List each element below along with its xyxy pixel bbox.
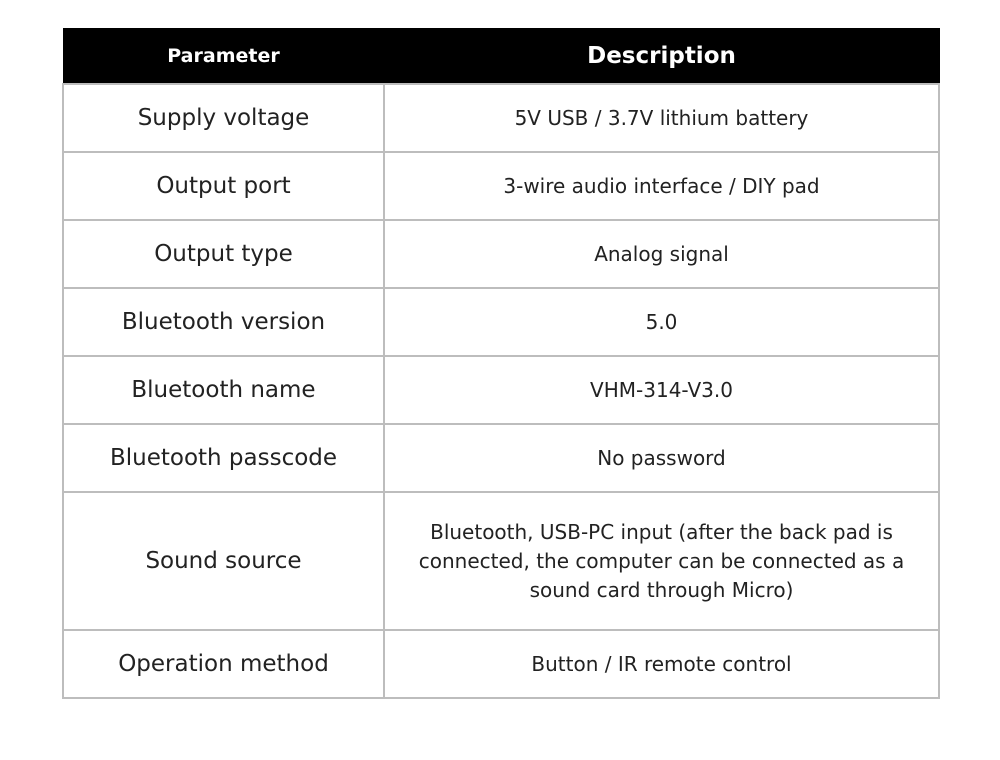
table-row: Output port 3-wire audio interface / DIY… — [62, 151, 940, 221]
table-row: Operation method Button / IR remote cont… — [62, 629, 940, 699]
header-parameter: Parameter — [62, 28, 385, 85]
description-cell: 3-wire audio interface / DIY pad — [383, 151, 940, 221]
spec-table: Parameter Description Supply voltage 5V … — [62, 28, 940, 699]
parameter-cell: Bluetooth passcode — [62, 423, 385, 493]
table-row: Output type Analog signal — [62, 219, 940, 289]
description-cell: Analog signal — [383, 219, 940, 289]
parameter-cell: Supply voltage — [62, 83, 385, 153]
table-row: Supply voltage 5V USB / 3.7V lithium bat… — [62, 83, 940, 153]
description-cell: 5V USB / 3.7V lithium battery — [383, 83, 940, 153]
table-row: Sound source Bluetooth, USB-PC input (af… — [62, 491, 940, 631]
table-row: Bluetooth name VHM-314-V3.0 — [62, 355, 940, 425]
description-cell: Button / IR remote control — [383, 629, 940, 699]
header-description: Description — [383, 28, 940, 85]
description-cell: Bluetooth, USB-PC input (after the back … — [383, 491, 940, 631]
description-cell: VHM-314-V3.0 — [383, 355, 940, 425]
parameter-cell: Operation method — [62, 629, 385, 699]
parameter-cell: Bluetooth version — [62, 287, 385, 357]
spec-table-header: Parameter Description — [62, 28, 940, 85]
spec-table-body: Supply voltage 5V USB / 3.7V lithium bat… — [62, 83, 940, 699]
parameter-cell: Output type — [62, 219, 385, 289]
description-cell: 5.0 — [383, 287, 940, 357]
parameter-cell: Output port — [62, 151, 385, 221]
parameter-cell: Sound source — [62, 491, 385, 631]
table-row: Bluetooth passcode No password — [62, 423, 940, 493]
parameter-cell: Bluetooth name — [62, 355, 385, 425]
description-cell: No password — [383, 423, 940, 493]
table-row: Bluetooth version 5.0 — [62, 287, 940, 357]
header-row: Parameter Description — [62, 28, 940, 85]
